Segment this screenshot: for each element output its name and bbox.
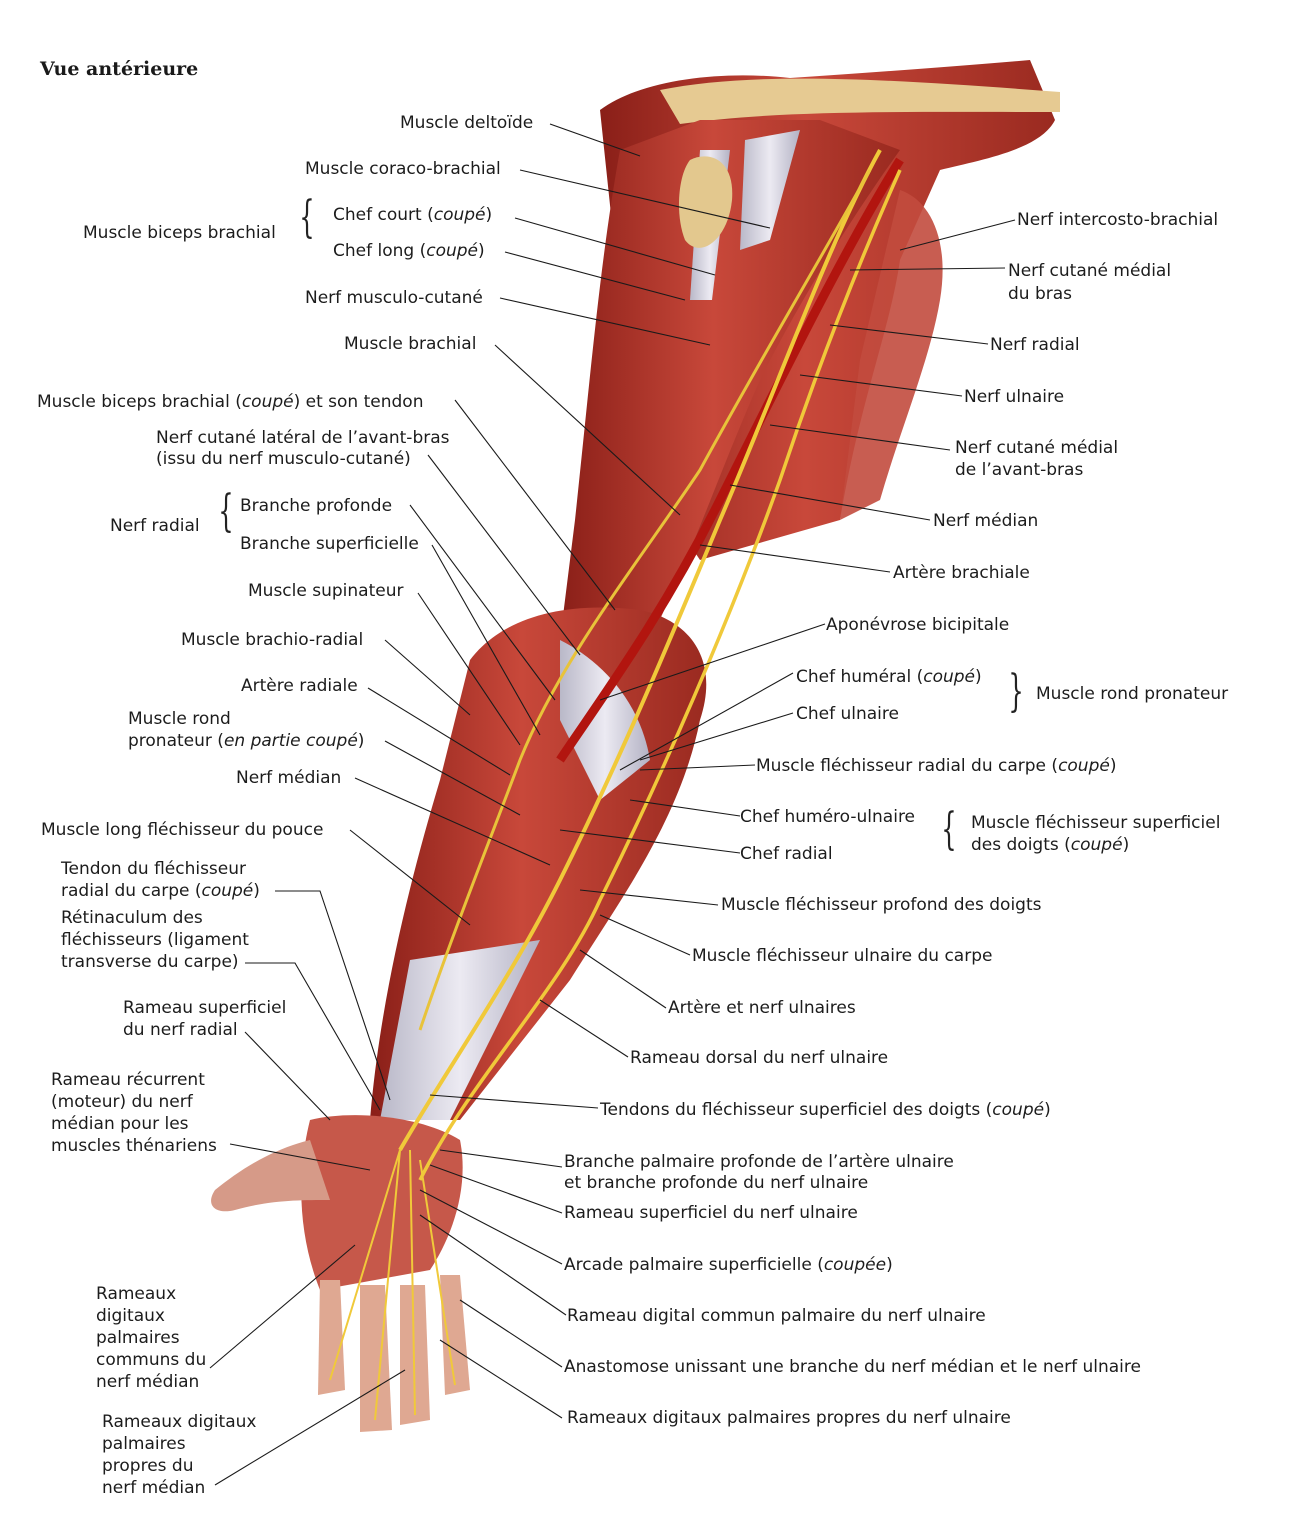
label-dig-propres-2: palmaires: [102, 1434, 186, 1454]
label-nerf-radial-right: Nerf radial: [990, 335, 1080, 355]
label-chef-ulnaire: Chef ulnaire: [796, 704, 899, 724]
radial-nerve: [418, 169, 872, 1031]
label-dig-propres-1: Rameaux digitaux: [102, 1412, 257, 1432]
label-dig-communs-1: Rameaux: [96, 1284, 177, 1304]
label-chef-humero-ulnaire: Chef huméro-ulnaire: [740, 807, 916, 827]
label-nerf-median-left: Nerf médian: [236, 768, 342, 788]
label-rond-pronateur-2: pronateur (en partie coupé): [128, 731, 365, 751]
cubital-tendon: [560, 640, 650, 800]
label-tendons-flechisseur-sup: Tendons du fléchisseur superficiel des d…: [600, 1100, 1051, 1120]
median-nerve: [398, 149, 882, 1151]
label-branche-superficielle: Branche superficielle: [240, 534, 419, 554]
label-flechisseur-sup-2: des doigts (coupé): [971, 835, 1130, 855]
label-dig-propres-4: nerf médian: [102, 1478, 206, 1498]
label-rameau-sup-radial-2: du nerf radial: [123, 1020, 238, 1040]
label-brachio-radial: Muscle brachio-radial: [181, 630, 364, 650]
label-cutane-medial-ab-1: Nerf cutané médial: [955, 438, 1119, 458]
label-retinaculum-3: transverse du carpe): [61, 952, 239, 972]
finger-index: [318, 1280, 345, 1395]
thumb: [211, 1140, 330, 1212]
label-cutane-lateral-2: (issu du nerf musculo-cutané): [156, 449, 411, 469]
label-dig-communs-2: digitaux: [96, 1306, 165, 1326]
label-nerf-ulnaire: Nerf ulnaire: [964, 387, 1065, 407]
label-branche-profonde: Branche profonde: [240, 496, 393, 516]
label-retinaculum-2: fléchisseurs (ligament: [61, 930, 249, 950]
label-nerf-median-right: Nerf médian: [933, 511, 1039, 531]
label-flechisseur-radial: Muscle fléchisseur radial du carpe (coup…: [756, 756, 1117, 776]
label-radial-group: Nerf radial: [110, 516, 200, 536]
label-rameau-sup-radial-1: Rameau superficiel: [123, 998, 287, 1018]
label-rond-pronateur-1: Muscle rond: [128, 709, 231, 729]
label-rameau-recurrent-1: Rameau récurrent: [51, 1070, 205, 1090]
label-aponevrose: Aponévrose bicipitale: [826, 615, 1010, 635]
brace-biceps: {: [299, 192, 315, 243]
label-rameau-recurrent-4: muscles thénariens: [51, 1136, 217, 1156]
clavicle: [660, 78, 1060, 124]
label-nerf-musculo-cutane: Nerf musculo-cutané: [305, 288, 483, 308]
pectoral-fibers: [840, 190, 943, 520]
label-anastomose: Anastomose unissant une branche du nerf …: [564, 1357, 1141, 1377]
label-artere-radiale: Artère radiale: [241, 676, 358, 696]
ulnar-nerve: [418, 169, 902, 1181]
brace-rond-pronateur: {: [1008, 666, 1024, 717]
humeral-head: [678, 156, 733, 248]
label-long-flechisseur: Muscle long fléchisseur du pouce: [41, 820, 324, 840]
label-branche-palmaire-2: et branche profonde du nerf ulnaire: [564, 1173, 869, 1193]
brachial-artery: [556, 157, 904, 763]
label-intercosto-brachial: Nerf intercosto-brachial: [1017, 210, 1219, 230]
upper-arm: [560, 120, 900, 640]
label-dig-propres-3: propres du: [102, 1456, 194, 1476]
label-cutane-medial-bras-1: Nerf cutané médial: [1008, 261, 1172, 281]
label-rameau-recurrent-2: (moteur) du nerf: [51, 1092, 193, 1112]
brace-radial: {: [218, 486, 234, 537]
label-dig-communs-5: nerf médian: [96, 1372, 200, 1392]
label-artere-brachiale: Artère brachiale: [893, 563, 1030, 583]
label-branche-palmaire-1: Branche palmaire profonde de l’artère ul…: [564, 1152, 954, 1172]
leader-lines: [209, 123, 1016, 1486]
label-rameaux-dig-propres-ulnaire: Rameaux digitaux palmaires propres du ne…: [567, 1408, 1011, 1428]
label-chef-radial: Chef radial: [740, 844, 833, 864]
label-cutane-medial-ab-2: de l’avant-bras: [955, 460, 1084, 480]
label-cutane-medial-bras-2: du bras: [1008, 284, 1073, 304]
label-rameau-dorsal: Rameau dorsal du nerf ulnaire: [630, 1048, 889, 1068]
palm: [301, 1115, 463, 1290]
label-tendon-fl-1: Tendon du fléchisseur: [61, 859, 247, 879]
label-chef-long: Chef long (coupé): [333, 241, 485, 261]
label-flechisseur-sup-1: Muscle fléchisseur superficiel: [971, 813, 1221, 833]
label-cutane-lateral-1: Nerf cutané latéral de l’avant-bras: [156, 428, 450, 448]
label-arcade-palmaire: Arcade palmaire superficielle (coupée): [564, 1255, 893, 1275]
label-flechisseur-ulnaire: Muscle fléchisseur ulnaire du carpe: [692, 946, 993, 966]
label-rameau-recurrent-3: médian pour les: [51, 1114, 189, 1134]
label-artere-nerf-ulnaires: Artère et nerf ulnaires: [668, 998, 856, 1018]
label-muscle-brachial: Muscle brachial: [344, 334, 477, 354]
label-flechisseur-profond: Muscle fléchisseur profond des doigts: [721, 895, 1042, 915]
label-rameau-digital-commun: Rameau digital commun palmaire du nerf u…: [567, 1306, 986, 1326]
view-title: Vue antérieure: [40, 58, 199, 80]
label-supinateur: Muscle supinateur: [248, 581, 404, 601]
label-chef-court: Chef court (coupé): [333, 205, 493, 225]
label-coraco-brachial: Muscle coraco-brachial: [305, 159, 501, 179]
label-deltoide: Muscle deltoïde: [400, 113, 534, 133]
finger-little: [440, 1275, 470, 1395]
label-biceps-coupe: Muscle biceps brachial (coupé) et son te…: [37, 392, 424, 412]
label-dig-communs-4: communs du: [96, 1350, 207, 1370]
label-retinaculum-1: Rétinaculum des: [61, 908, 203, 928]
label-rameau-sup-ulnaire: Rameau superficiel du nerf ulnaire: [564, 1203, 858, 1223]
label-dig-communs-3: palmaires: [96, 1328, 180, 1348]
label-tendon-fl-2: radial du carpe (coupé): [61, 881, 260, 901]
label-rond-pronateur-group: Muscle rond pronateur: [1036, 684, 1229, 704]
label-biceps-group: Muscle biceps brachial: [83, 223, 276, 243]
finger-ring: [400, 1285, 430, 1425]
coracobrachialis-tendon: [740, 130, 800, 250]
label-chef-humeral: Chef huméral (coupé): [796, 667, 982, 687]
brace-flechisseur-sup: {: [941, 804, 957, 855]
digital-nerves: [329, 1149, 456, 1421]
